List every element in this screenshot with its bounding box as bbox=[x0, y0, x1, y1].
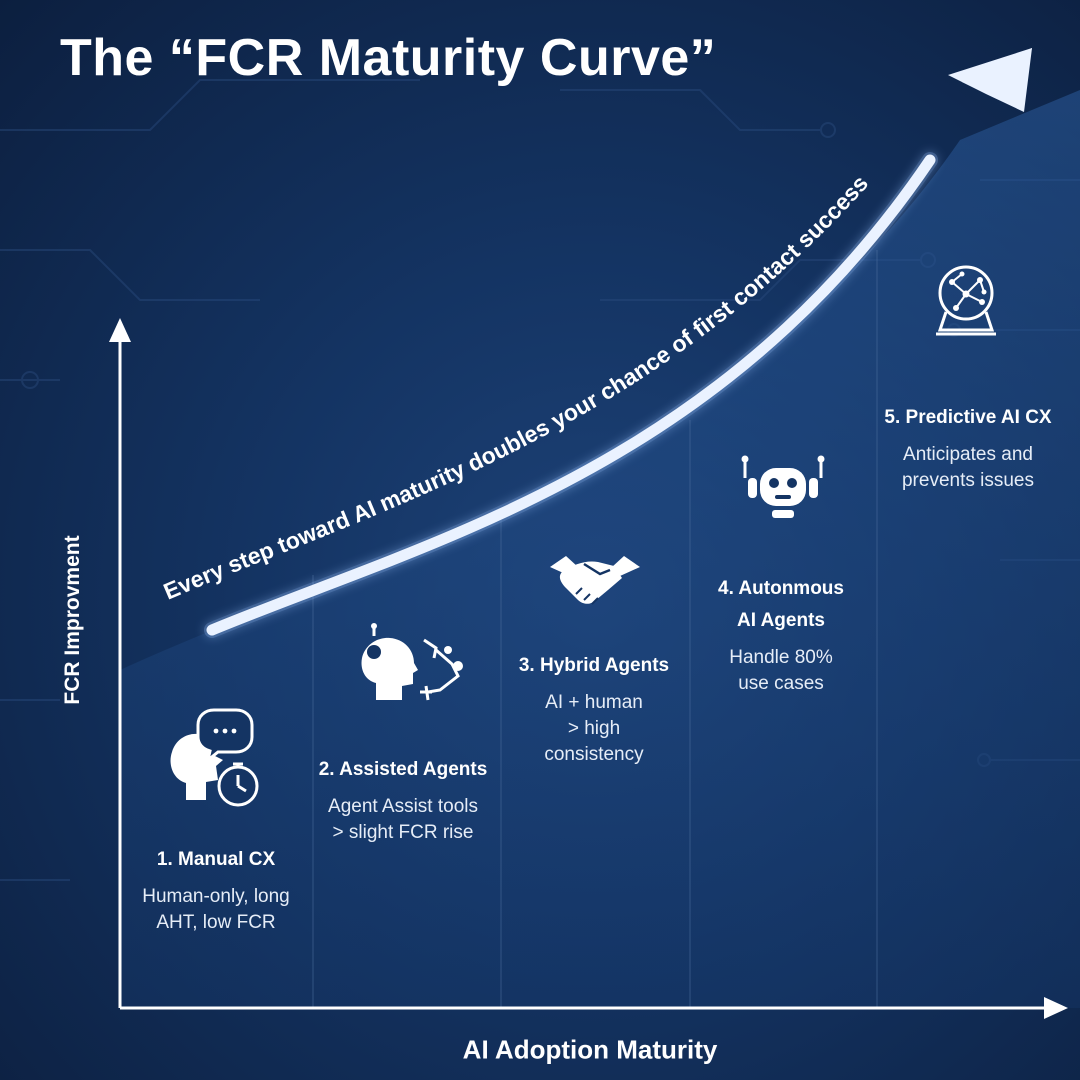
stage-description: Human-only, long AHT, low FCR bbox=[142, 886, 290, 933]
stage-description: Agent Assist tools > slight FCR rise bbox=[328, 796, 478, 843]
stage-manual-cx: 1. Manual CX Human-only, long AHT, low F… bbox=[116, 844, 316, 936]
growth-curve-arrow bbox=[204, 48, 1032, 638]
stage-title: 4. Autonmous AI Agents bbox=[718, 578, 844, 631]
stage-description: Handle 80% use cases bbox=[729, 647, 833, 694]
column-dividers bbox=[312, 250, 878, 1008]
crystal-ball-network-icon bbox=[936, 265, 996, 336]
stage-title: 5. Predictive AI CX bbox=[884, 407, 1052, 428]
curve-area-fill bbox=[120, 90, 1080, 1008]
stage-description: Anticipates and prevents issues bbox=[901, 444, 1034, 491]
stage-description: AI + human > high consistency bbox=[544, 692, 644, 765]
stage-assisted-agents: 2. Assisted Agents Agent Assist tools > … bbox=[308, 754, 498, 846]
stage-hybrid-agents: 3. Hybrid Agents AI + human > high consi… bbox=[504, 650, 684, 768]
stage-title: 1. Manual CX bbox=[156, 849, 276, 870]
head-chat-stopwatch-icon bbox=[170, 708, 259, 807]
handshake-icon bbox=[550, 556, 640, 605]
stage-predictive-ai-cx: 5. Predictive AI CX Anticipates and prev… bbox=[873, 402, 1063, 494]
stage-title: 3. Hybrid Agents bbox=[518, 655, 670, 676]
stage-autonomous-ai-agents: 4. Autonmous AI Agents Handle 80% use ca… bbox=[691, 573, 871, 697]
chart-axes bbox=[109, 318, 1068, 1019]
robot-head-arm-icon bbox=[361, 623, 463, 701]
stage-title: 2. Assisted Agents bbox=[318, 759, 488, 780]
page-title: The “FCR Maturity Curve” bbox=[60, 29, 717, 87]
x-axis-label: AI Adoption Maturity bbox=[462, 1034, 718, 1065]
robot-face-icon bbox=[741, 455, 825, 518]
y-axis-label: FCR Improvment bbox=[61, 535, 84, 705]
